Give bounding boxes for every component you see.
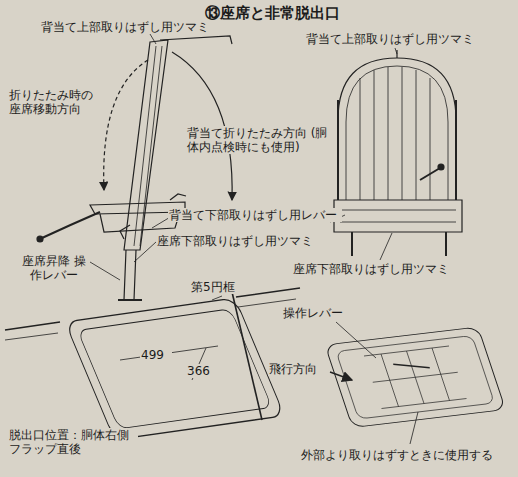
part-label: 飛行方向 — [268, 362, 326, 376]
part-label: 座席昇降 操作レバー — [18, 254, 90, 282]
part-label: 366 — [186, 364, 218, 378]
figure-title: ⑬座席と非常脱出口 — [205, 4, 340, 22]
part-label: 背当て上部取りはずし用ツマミ — [40, 20, 222, 34]
part-label: 座席下部取りはずし用ツマミ — [292, 262, 464, 276]
part-label: 外部より取りはずすときに使用する — [300, 448, 502, 462]
part-label: 座席下部取りはずし用ツマミ — [156, 234, 320, 248]
part-label: 499 — [140, 348, 172, 362]
part-label: 折りたたみ時の 座席移動方向 — [8, 88, 102, 116]
part-label: 背当て折りたたみ方向 (胴体内点検時にも使用) — [186, 126, 330, 154]
part-label: 背当て下部取りはずし用レバー — [168, 208, 342, 222]
part-label: 背当て上部取りはずし用ツマミ — [305, 32, 487, 46]
part-label: 第5円框 — [190, 280, 244, 294]
part-label: 脱出口位置：胴体右側 フラップ直後 — [8, 428, 138, 456]
part-label: 操作レバー — [282, 306, 354, 320]
